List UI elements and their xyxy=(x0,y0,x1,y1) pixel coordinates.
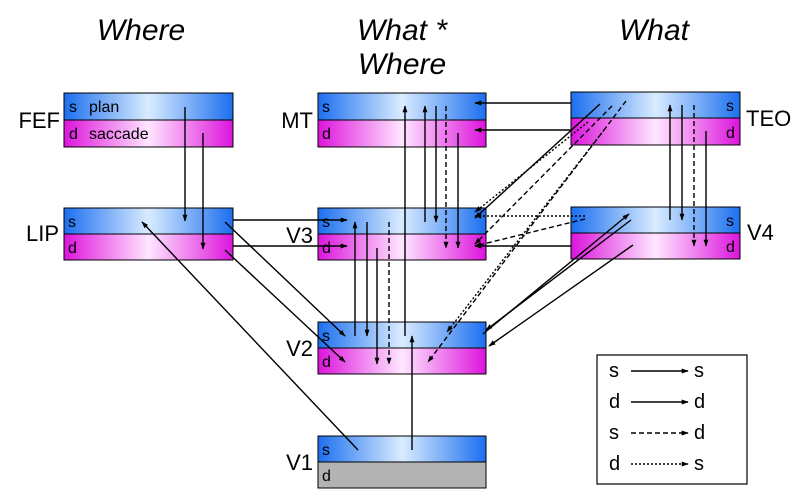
arrow-teo-s-to-v3-d xyxy=(474,105,613,245)
v2-s-label: s xyxy=(322,328,330,345)
connections xyxy=(141,100,709,451)
legend-row-s-to-s: s s xyxy=(609,360,704,382)
v3-s-band xyxy=(317,207,487,235)
area-fef: s plan d saccade FEF xyxy=(18,92,234,148)
lip-s-band xyxy=(63,207,234,235)
lip-name: LIP xyxy=(26,221,59,246)
arrow-v1-s-to-lip-s xyxy=(141,221,359,451)
v4-d-band xyxy=(570,232,741,260)
v4-s-label: s xyxy=(726,213,734,230)
arrow-teo-s-to-v3-s xyxy=(474,103,601,219)
arrow-lip-s-to-v2-s xyxy=(224,221,346,337)
v1-d-band xyxy=(317,461,487,489)
lip-s-label: s xyxy=(68,214,76,231)
arrow-v4-s-to-v2-s xyxy=(485,219,632,331)
v1-s-label: s xyxy=(322,442,330,459)
arrow-v4-d-to-v2-d xyxy=(488,244,634,347)
v3-s-label: s xyxy=(322,214,330,231)
v3-d-label: d xyxy=(322,240,331,257)
v2-d-label: d xyxy=(322,354,331,371)
arrow-lip-d-to-v2-d xyxy=(224,249,346,363)
teo-d-label: d xyxy=(726,125,735,142)
legend-row-s-to-d: s d xyxy=(609,422,705,444)
lip-d-label: d xyxy=(68,240,77,257)
legend-row-3-to: d xyxy=(694,422,705,444)
v3-name: V3 xyxy=(286,223,313,248)
legend-row-4-from: d xyxy=(609,453,620,475)
fef-d-text: saccade xyxy=(89,126,149,143)
area-v3: s d V3 xyxy=(286,207,487,261)
mt-d-band xyxy=(317,119,487,148)
fef-name: FEF xyxy=(18,108,60,133)
legend-row-1-to: s xyxy=(694,360,704,382)
fef-s-band xyxy=(63,92,234,121)
v3-d-band xyxy=(317,233,487,261)
fef-d-band xyxy=(63,119,234,148)
area-mt: s d MT xyxy=(281,92,487,148)
mt-name: MT xyxy=(281,108,313,133)
legend-row-4-to: s xyxy=(694,453,704,475)
v1-name: V1 xyxy=(286,450,313,475)
legend: s s d d s d d s xyxy=(596,354,748,485)
legend-row-2-to: d xyxy=(694,391,705,413)
area-v2: s d V2 xyxy=(286,321,487,375)
fef-d-label: d xyxy=(69,126,78,143)
arrow-teo-s-to-v2-d xyxy=(427,100,627,363)
teo-name: TEO xyxy=(746,106,791,131)
legend-row-3-from: s xyxy=(609,422,619,444)
fef-s-text: plan xyxy=(89,99,119,116)
lip-d-band xyxy=(63,233,234,261)
v4-name: V4 xyxy=(747,220,774,245)
column-title-what: What xyxy=(619,14,691,47)
teo-s-band xyxy=(570,91,741,119)
fef-s-label: s xyxy=(69,99,77,116)
legend-row-1-from: s xyxy=(609,360,619,382)
v4-d-label: d xyxy=(726,239,735,256)
column-title-what-where-line1: What * xyxy=(357,14,448,47)
arrow-teo-d-to-v3-s xyxy=(474,121,589,213)
teo-d-band xyxy=(570,117,741,146)
v2-d-band xyxy=(317,347,487,375)
arrow-v4-s-to-v3-d xyxy=(474,218,586,247)
area-v1: s d V1 xyxy=(286,435,487,489)
arrow-teo-d-to-v2-s xyxy=(446,129,605,333)
column-title-where: Where xyxy=(97,14,185,47)
mt-d-label: d xyxy=(322,126,331,143)
mt-s-band xyxy=(317,92,487,121)
area-lip: s d LIP xyxy=(26,207,234,261)
area-teo: s d TEO xyxy=(570,91,791,146)
v1-s-band xyxy=(317,435,487,463)
v4-s-band xyxy=(570,206,741,234)
teo-s-label: s xyxy=(726,98,734,115)
legend-row-d-to-d: d d xyxy=(609,391,705,413)
v1-d-label: d xyxy=(322,468,331,485)
legend-row-d-to-s: d s xyxy=(609,453,704,475)
v2-name: V2 xyxy=(286,336,313,361)
legend-row-2-from: d xyxy=(609,391,620,413)
area-v4: s d V4 xyxy=(570,206,774,260)
mt-s-label: s xyxy=(322,99,330,116)
column-title-what-where-line2: Where xyxy=(358,48,446,81)
legend-box xyxy=(596,354,748,485)
